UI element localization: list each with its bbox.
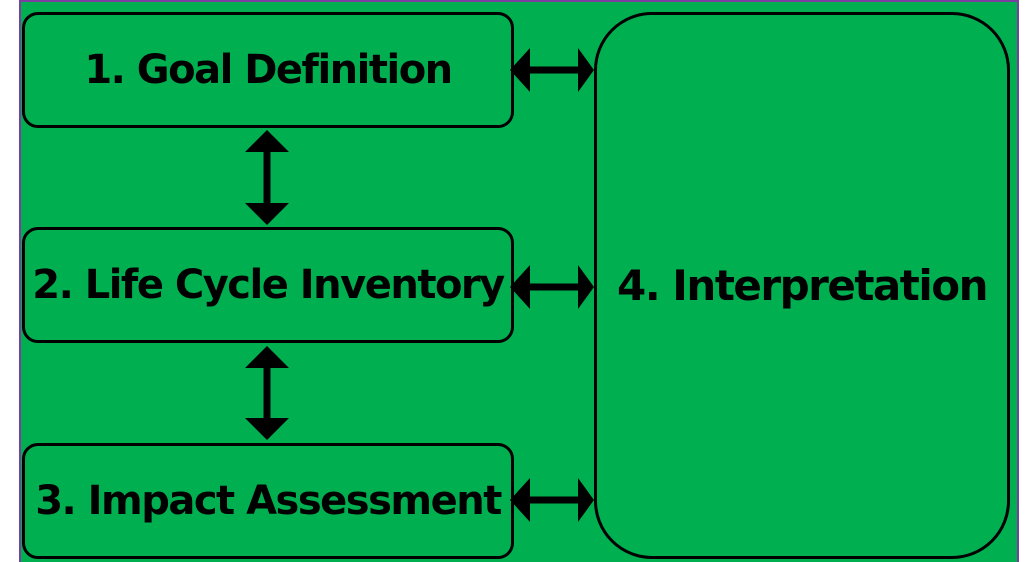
- impact-assessment-box: 3. Impact Assessment: [22, 443, 514, 559]
- interpretation-box: 4. Interpretation: [594, 12, 1010, 559]
- interpretation-label: 4. Interpretation: [616, 261, 989, 310]
- goal-definition-box: 1. Goal Definition: [22, 12, 514, 128]
- life-cycle-inventory-box: 2. Life Cycle Inventory: [22, 227, 514, 343]
- life-cycle-inventory-label: 2. Life Cycle Inventory: [32, 262, 505, 308]
- impact-assessment-label: 3. Impact Assessment: [35, 478, 502, 524]
- goal-definition-label: 1. Goal Definition: [84, 47, 453, 93]
